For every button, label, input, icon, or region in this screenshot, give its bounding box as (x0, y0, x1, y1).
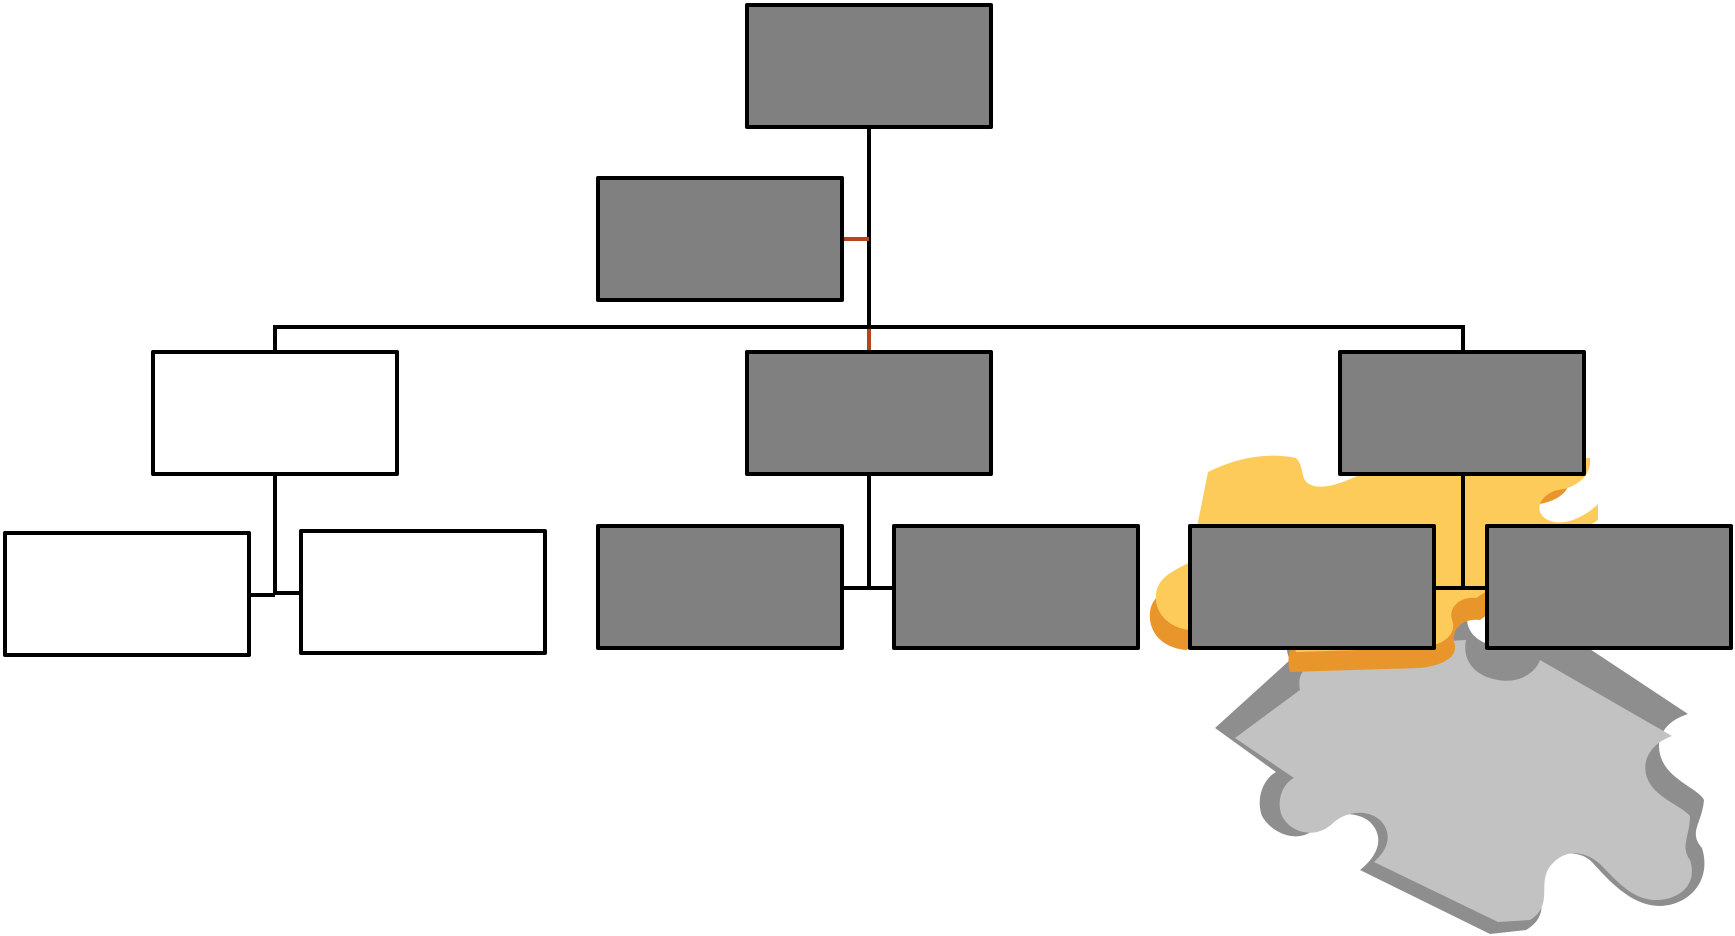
org-box-right (1338, 350, 1586, 476)
connector-lines (249, 127, 1487, 597)
org-box-center (745, 350, 993, 476)
org-boxes (3, 3, 1733, 657)
puzzle-hole-icon (1215, 604, 1705, 934)
org-box-root (745, 3, 993, 129)
org-box-assistant (596, 176, 844, 302)
org-box-left-b (299, 529, 547, 655)
org-box-center-a (596, 524, 844, 650)
puzzle-hole-floor (1235, 640, 1692, 922)
org-box-left-a (3, 531, 251, 657)
org-box-center-b (892, 524, 1140, 650)
org-box-right-a (1188, 524, 1436, 650)
puzzle-illustration (1149, 455, 1705, 934)
org-box-right-b (1485, 524, 1733, 650)
org-box-left (151, 350, 399, 476)
